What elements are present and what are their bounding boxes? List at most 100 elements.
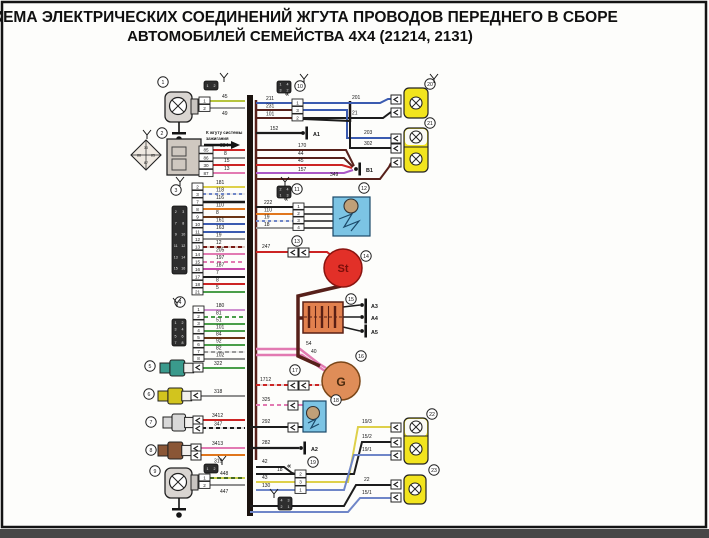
pinmap-10-cell: 1: [280, 82, 282, 86]
pinmap-relay-cell: 87: [144, 161, 148, 165]
chevron-icon: [192, 392, 199, 399]
wire-label-448: 448: [220, 471, 229, 477]
component-badge-label-16: 16: [358, 354, 364, 360]
connector-chevron: [298, 247, 310, 258]
connector-chevron: [192, 362, 204, 373]
component-badge-label-18: 18: [333, 398, 339, 404]
connector-3-pin-17: [191, 272, 204, 281]
pinmap-3-cell: 7: [175, 221, 177, 225]
wire-label-8: 8: [224, 151, 227, 157]
terminal-label-В1: В1: [366, 168, 373, 174]
pinmap-3-cell: 15: [174, 267, 178, 271]
terminal-bar-А4: [364, 310, 367, 324]
lamp1-pins-pin-1: [198, 96, 211, 105]
polyline: [411, 154, 421, 164]
connector-3-pin-label: 13: [195, 244, 201, 249]
wire-label-19: 19: [264, 215, 270, 221]
scan-bottom-band: [0, 529, 709, 538]
branch-arrows-icon: «: [284, 194, 288, 203]
lamp9-pins-pin-1: [198, 473, 211, 482]
component-badge-17: [289, 364, 301, 376]
wire-label-84: 84: [216, 332, 222, 338]
pinmap-10-cell: 3: [280, 88, 282, 92]
wire-label-45: 45: [222, 94, 228, 100]
component-badge-label-19: 19: [310, 460, 316, 466]
connector-11-pin-label: 2: [297, 211, 300, 216]
connector-3-pin-label: 11: [195, 229, 200, 234]
wire-label-247: 247: [262, 244, 271, 250]
motor-unit-12-motor-icon: [343, 198, 359, 214]
connector-3-pin-21: [191, 287, 204, 296]
wire-label-222: 222: [264, 200, 273, 206]
connector-3-pin-label: 9: [196, 214, 199, 219]
pinmap-10: [276, 80, 292, 94]
connector-3-pin-11: [191, 227, 204, 236]
branch-arrows-icon: «: [285, 89, 289, 98]
wire-label-325: 325: [262, 397, 271, 403]
wire-label-21: 21: [352, 111, 358, 117]
component-badge-23: [428, 464, 440, 476]
pinmap-4-cell: 7: [175, 341, 177, 345]
connector-chevron: [390, 450, 402, 461]
wire-label-19/1: 19/1: [362, 447, 372, 453]
component-badge-16: [355, 350, 367, 362]
component-badge-label-2: 2: [161, 131, 164, 137]
connector-4-pin-label: 7: [197, 349, 200, 354]
component-badge-14: [360, 250, 372, 262]
relay-pins-pin-30: [198, 161, 214, 170]
wire-44: [256, 157, 354, 168]
wire-label-3412: 3412: [212, 413, 223, 419]
note-arrow-head: [231, 141, 240, 149]
pinmap-3-cell: 2: [175, 210, 177, 214]
terminal-dot-А2: [299, 446, 303, 450]
component-badge-label-12: 12: [361, 186, 367, 192]
pinmap-3-cell: 16: [181, 267, 185, 271]
component-badge-1: [157, 76, 169, 88]
wire-label-8: 8: [216, 278, 219, 284]
wire-label-130: 130: [262, 483, 271, 489]
component-badge-label-6: 6: [148, 392, 151, 398]
connector-3-pin-label: 18: [195, 282, 201, 287]
chevron-icon: [392, 439, 399, 446]
wire-label-282: 282: [262, 440, 271, 446]
wire-label-205: 205: [216, 248, 225, 254]
component-badge-label-14: 14: [363, 254, 369, 260]
wire-label-157: 157: [298, 167, 307, 173]
wire-label-347: 347: [214, 422, 223, 428]
terminal-label-А5: А5: [371, 330, 378, 336]
connector-chevron: [192, 423, 204, 434]
pinmap-4-cell: 8: [182, 341, 184, 345]
wire-label-92: 92: [216, 339, 222, 345]
pinmap-19-cell: 3: [288, 499, 290, 503]
lamp1-pins-pin-label: 1: [203, 98, 206, 103]
connector-4-pin-label: 5: [197, 335, 200, 340]
polyline: [171, 99, 185, 113]
wire-label-201: 201: [352, 95, 361, 101]
component-badge-label-17: 17: [292, 368, 298, 374]
pinmap-10-cell: 4: [287, 82, 289, 86]
connector-chevron: [390, 107, 402, 118]
chevron-icon: [392, 135, 399, 142]
motor-unit-18-motor-icon: [305, 405, 321, 421]
component-badge-label-22: 22: [429, 412, 435, 418]
wire-label-5: 5: [216, 285, 219, 291]
component-badge-label-10: 10: [297, 84, 303, 90]
wire-201: [303, 98, 391, 104]
wire-45: [256, 164, 353, 169]
wire-label-81: 81: [216, 311, 222, 317]
wire-21: [303, 111, 392, 119]
connector-3-pin-label: 12: [195, 237, 201, 242]
chevron-icon: [392, 96, 399, 103]
pinmap-11: [276, 185, 292, 199]
terminal-label-А4: А4: [371, 316, 378, 322]
connector-4-pin-5: [192, 333, 205, 341]
ground-bar: [172, 508, 186, 511]
connector-19-pin-label: 3: [299, 480, 302, 485]
wire-label-110: 110: [264, 208, 272, 214]
chevron-icon: [194, 425, 201, 432]
motor-unit-12-linkage: [338, 212, 361, 232]
chevron-icon: [392, 109, 399, 116]
connector-4-pin-label: 1: [197, 307, 200, 312]
wire-label-18: 18: [277, 467, 283, 473]
